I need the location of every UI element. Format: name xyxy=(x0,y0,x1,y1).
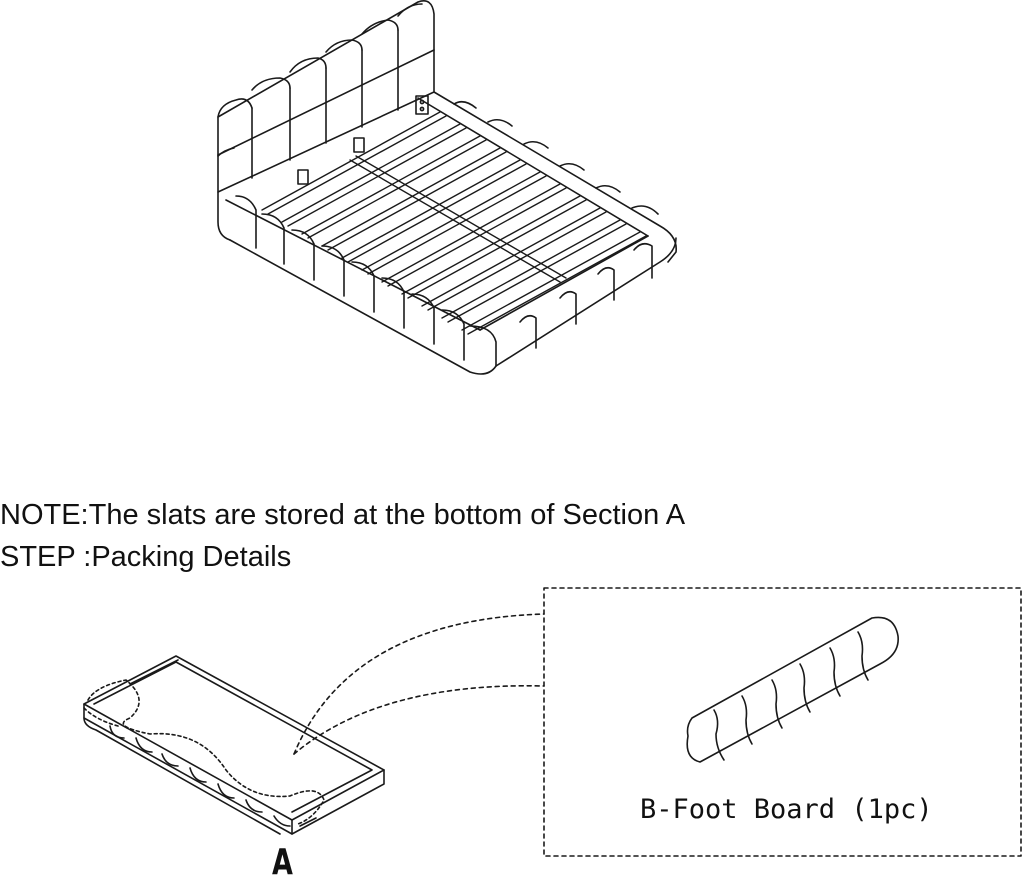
note-text: NOTE:The slats are stored at the bottom … xyxy=(0,499,686,531)
callout-lines xyxy=(293,613,545,755)
bed-slats xyxy=(261,111,647,335)
package-box-a xyxy=(83,655,385,835)
headboard xyxy=(217,0,435,193)
bed-illustration xyxy=(217,0,677,375)
detail-box xyxy=(543,587,1022,857)
part-label: B-Foot Board (1pc) xyxy=(640,794,933,825)
headboard-brackets xyxy=(297,95,429,185)
section-label: A xyxy=(272,842,293,883)
footboard xyxy=(479,235,677,367)
step-text: STEP :Packing Details xyxy=(0,541,292,573)
side-rail-right xyxy=(417,91,677,263)
foot-board-part xyxy=(686,616,899,763)
side-rail-left xyxy=(217,191,497,375)
